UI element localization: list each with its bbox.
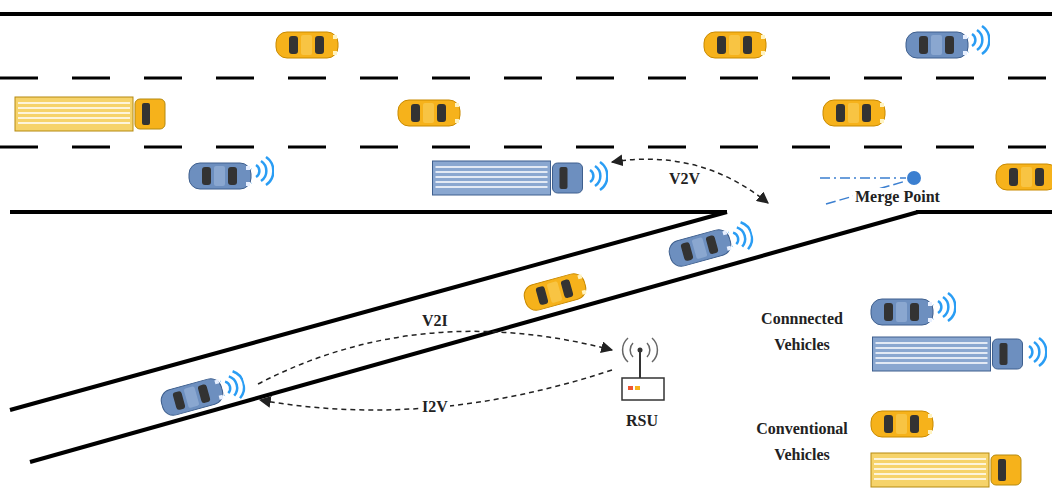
merge-label: Merge Point xyxy=(853,188,942,206)
link-label: V2V xyxy=(667,170,702,188)
link-label: V2I xyxy=(420,312,450,330)
link-label: I2V xyxy=(420,398,450,416)
legend-text: Connnected Vehicles xyxy=(742,306,862,357)
device-label: RSU xyxy=(624,412,660,430)
rsu-icon xyxy=(622,338,664,400)
legend-text: Conventional Vehicles xyxy=(742,416,862,467)
